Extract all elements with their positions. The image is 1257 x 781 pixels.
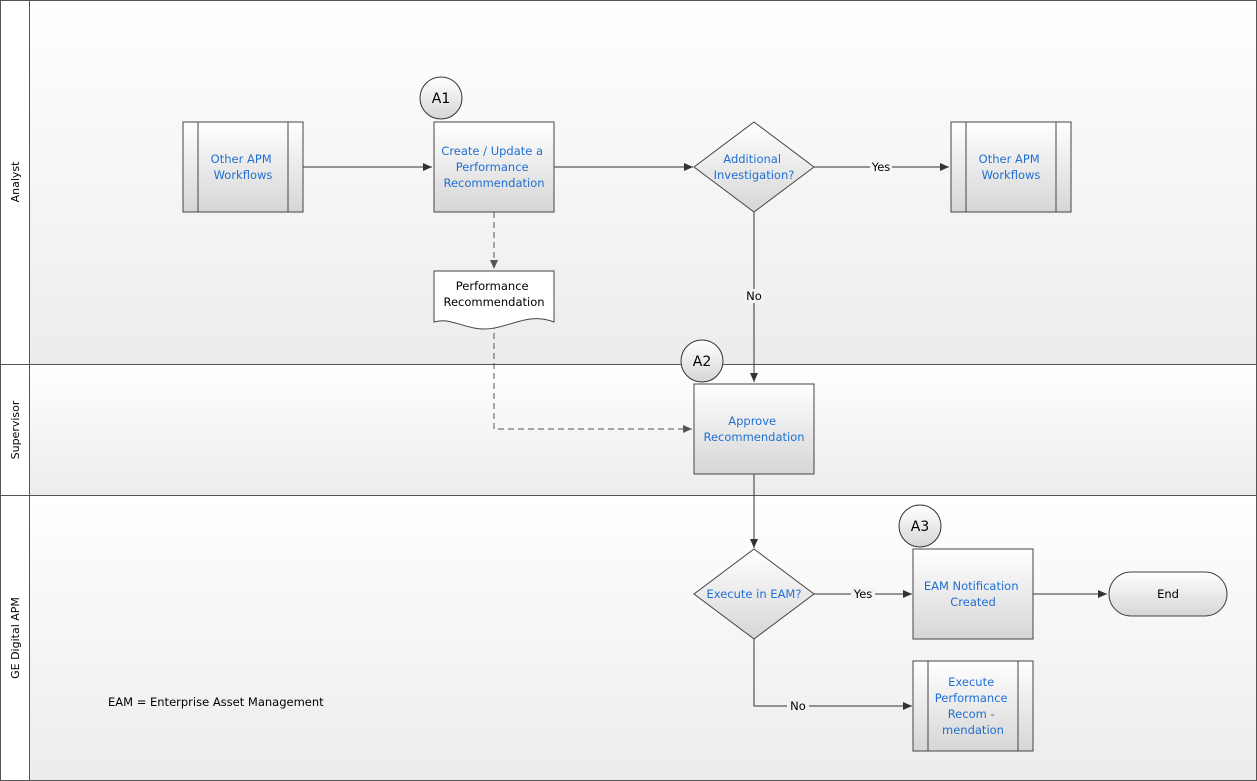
node-eam-notification-created[interactable]: EAM Notification Created xyxy=(912,548,1034,640)
node-other-apm-workflows-left[interactable]: Other APM Workflows xyxy=(182,121,304,213)
node-other-apm-workflows-right-label: Other APM Workflows xyxy=(979,152,1044,182)
lane-supervisor: Supervisor xyxy=(0,364,1257,496)
decision-execute-in-eam-label: Execute in EAM? xyxy=(707,587,802,601)
edge-labels: Yes No Yes No xyxy=(744,160,892,713)
decision-additional-investigation-label: Additional Investigation? xyxy=(714,152,795,182)
step-marker-a1-label: A1 xyxy=(432,91,450,107)
edge-label-yes-1: Yes xyxy=(871,160,891,174)
edge-label-no-2: No xyxy=(790,699,806,713)
edge-label-yes-2: Yes xyxy=(853,587,873,601)
node-other-apm-workflows-right[interactable]: Other APM Workflows xyxy=(950,121,1072,213)
terminator-end: End xyxy=(1108,571,1228,617)
edge-label-no-1: No xyxy=(746,289,762,303)
step-marker-a2-label: A2 xyxy=(693,354,711,370)
step-marker-a3-label: A3 xyxy=(911,519,929,535)
document-performance-recommendation: Performance Recommendation xyxy=(433,270,555,330)
step-marker-a3[interactable]: A3 xyxy=(898,504,942,548)
node-execute-performance-recommendation[interactable]: Execute Performance Recom - mendation xyxy=(912,660,1034,752)
edge-eam-no xyxy=(753,639,912,710)
node-eam-notification-label: EAM Notification Created xyxy=(924,579,1022,609)
decision-additional-investigation[interactable]: Additional Investigation? xyxy=(693,121,815,213)
lane-apm: GE Digital APM xyxy=(0,495,1257,781)
legend-note: EAM = Enterprise Asset Management xyxy=(108,695,324,709)
lane-label-apm: GE Digital APM xyxy=(9,597,22,679)
terminator-end-label: End xyxy=(1157,587,1179,601)
edge-doc-to-approve xyxy=(493,323,692,433)
node-approve-recommendation-label: Approve Recommendation xyxy=(703,414,804,444)
node-execute-performance-label: Execute Performance Recom - mendation xyxy=(935,675,1012,737)
step-marker-a1[interactable]: A1 xyxy=(419,76,463,120)
document-performance-recommendation-label: Performance Recommendation xyxy=(443,279,544,309)
lane-label-analyst: Analyst xyxy=(9,161,22,203)
node-create-update-recommendation[interactable]: Create / Update a Performance Recommenda… xyxy=(433,121,555,213)
lane-label-supervisor: Supervisor xyxy=(9,400,22,459)
node-create-update-label: Create / Update a Performance Recommenda… xyxy=(441,144,546,190)
node-approve-recommendation[interactable]: Approve Recommendation xyxy=(693,383,815,475)
step-marker-a2[interactable]: A2 xyxy=(680,339,724,383)
node-other-apm-workflows-left-label: Other APM Workflows xyxy=(211,152,276,182)
decision-execute-in-eam[interactable]: Execute in EAM? xyxy=(693,548,815,640)
